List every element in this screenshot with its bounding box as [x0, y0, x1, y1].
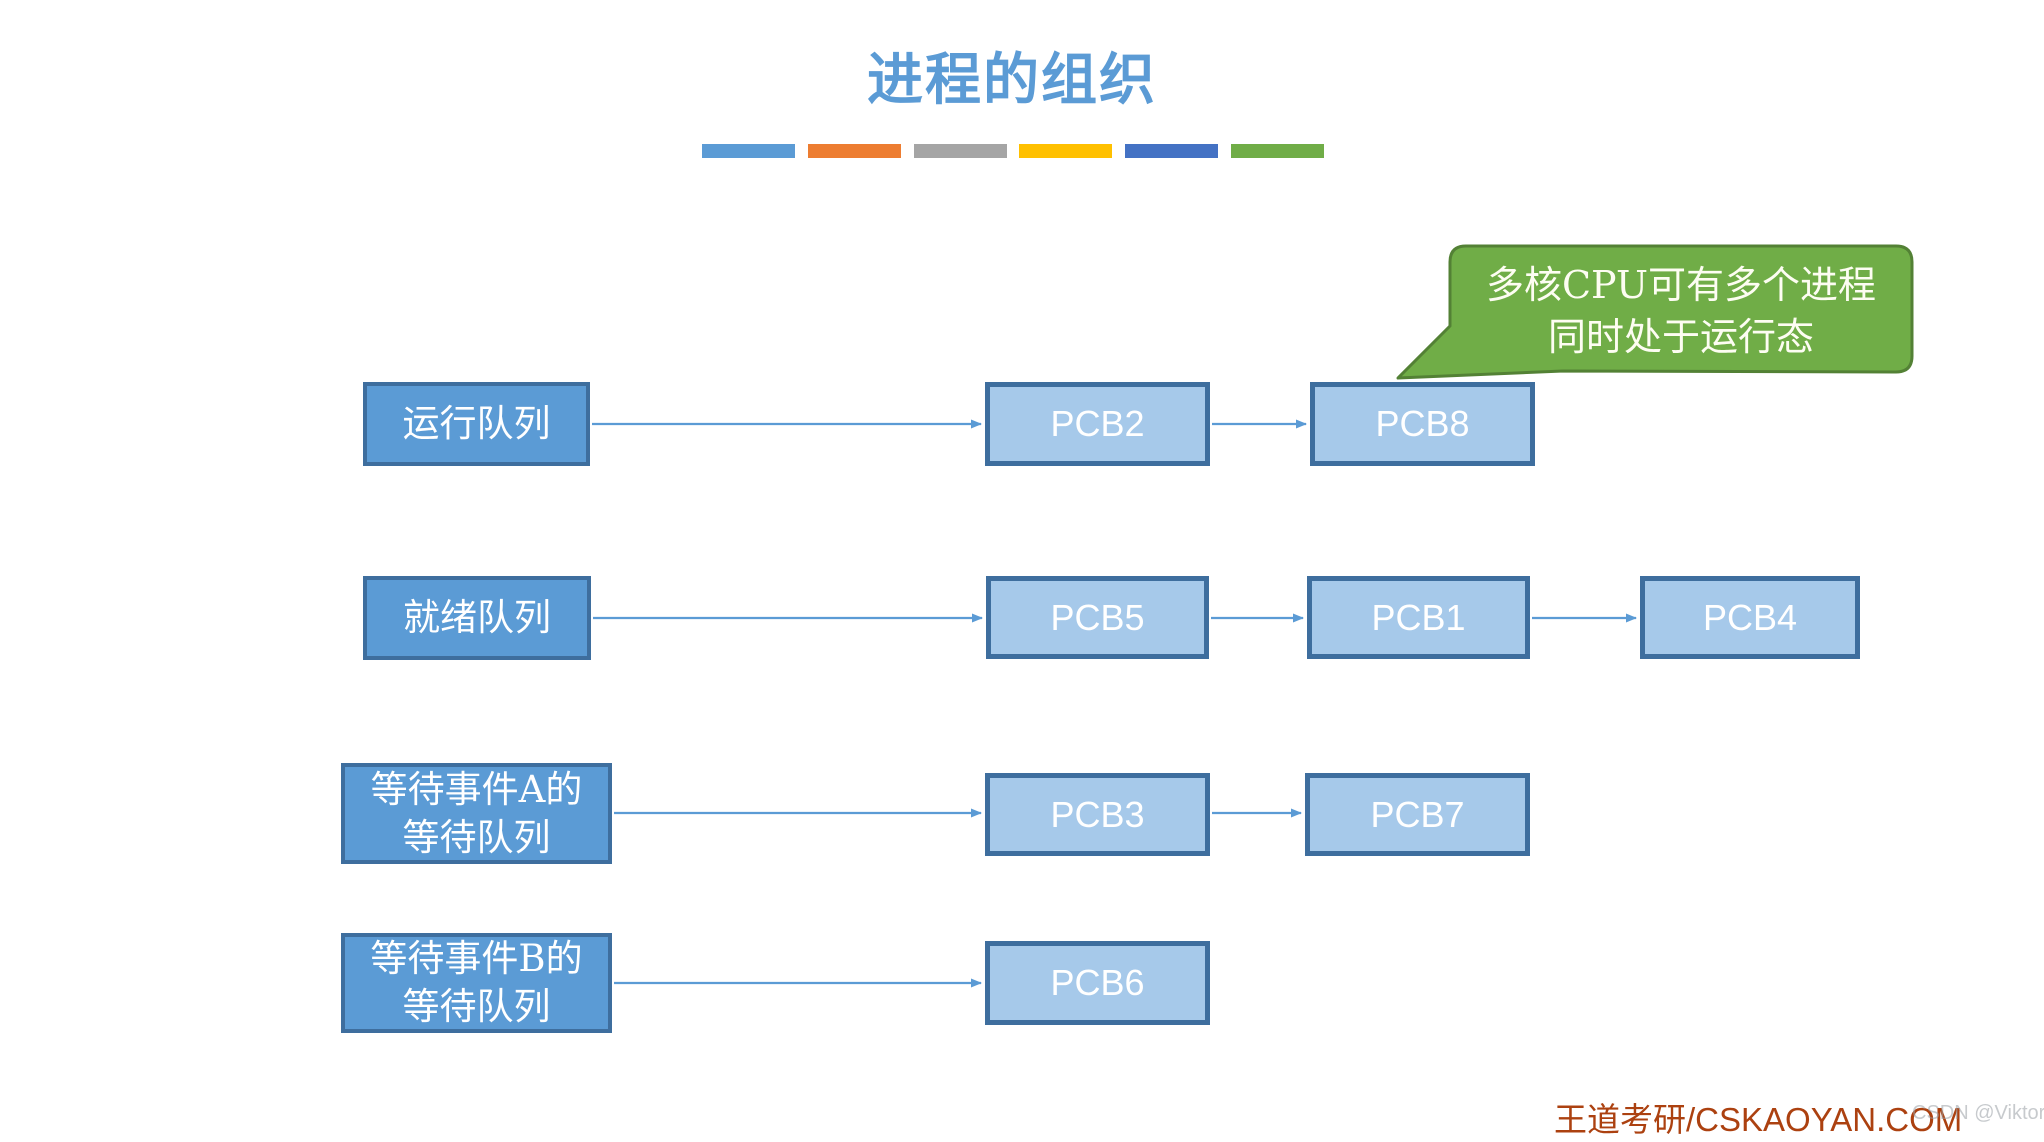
pcb-node: PCB5	[986, 576, 1209, 659]
queue-box-wait-event-a: 等待事件A的 等待队列	[341, 763, 612, 864]
pcb-node: PCB8	[1310, 382, 1535, 466]
pcb-node: PCB7	[1305, 773, 1530, 856]
underline-bar-green	[1230, 144, 1324, 158]
page-title: 进程的组织	[867, 47, 1157, 113]
pcb-node: PCB4	[1640, 576, 1860, 659]
queue-box-wait-event-b: 等待事件B的 等待队列	[341, 933, 612, 1033]
underline-bar-blue	[702, 144, 795, 158]
pcb-node: PCB1	[1307, 576, 1530, 659]
csdn-watermark: CSDN @Viktoriae	[1912, 1102, 2044, 1124]
pcb-node: PCB6	[985, 941, 1210, 1025]
underline-bar-gold	[1019, 144, 1113, 158]
queue-box-ready: 就绪队列	[363, 576, 591, 660]
title-underline-bars	[702, 144, 1324, 158]
pcb-node: PCB2	[985, 382, 1210, 466]
underline-bar-gray	[913, 144, 1007, 158]
callout-text: 多核CPU可有多个进程 同时处于运行态	[1485, 263, 1876, 359]
queue-box-running: 运行队列	[363, 382, 590, 466]
pcb-node: PCB3	[985, 773, 1210, 856]
brand-text: 王道考研/CSKAOYAN.COM	[1554, 1101, 1963, 1138]
underline-bar-darkblue	[1125, 144, 1219, 158]
underline-bar-orange	[807, 144, 901, 158]
callout-bubble-shape	[1396, 244, 1914, 380]
